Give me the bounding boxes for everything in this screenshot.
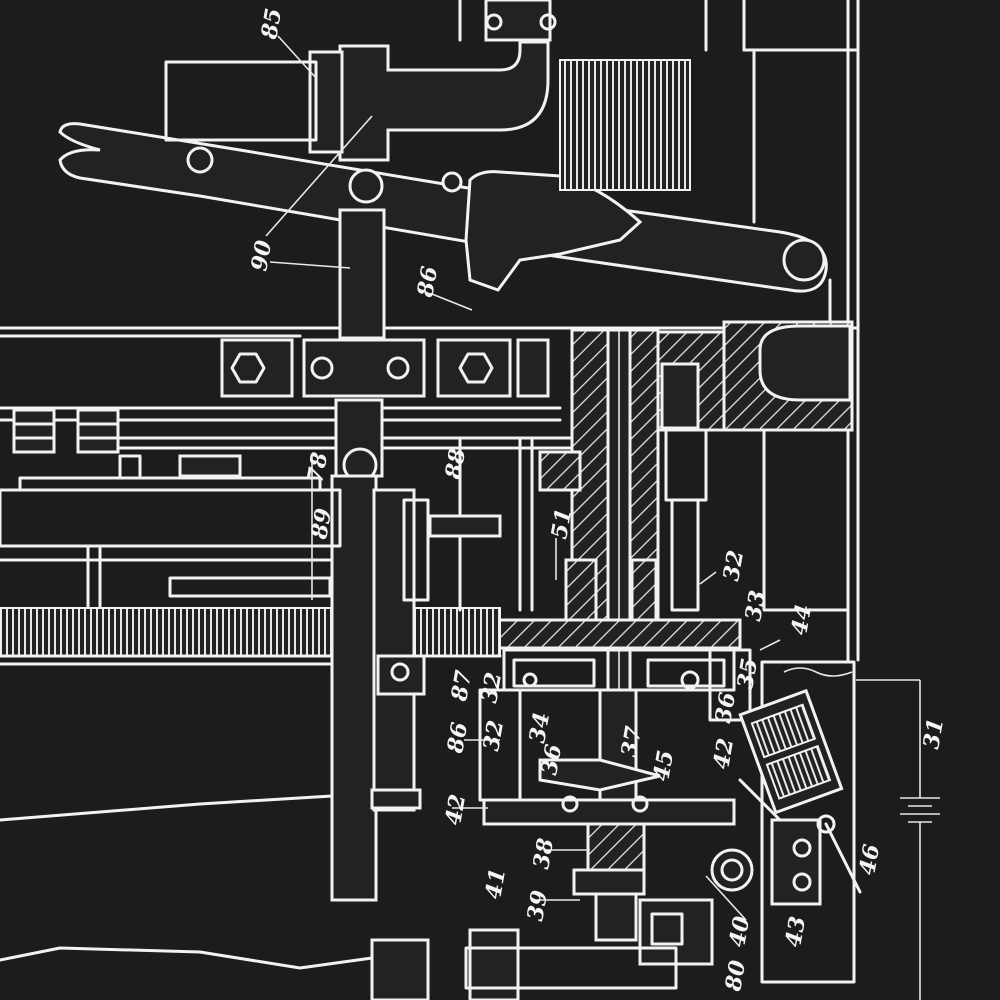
callout-40: 40 [724,914,755,949]
callout-45: 45 [648,748,679,783]
hatched-housing [634,320,854,432]
clamp-block [220,338,550,398]
callout-90: 90 [246,238,277,273]
callout-41: 41 [480,866,511,901]
lower-frame [0,794,520,1000]
callout-42b: 42 [440,792,471,827]
lever-arm [58,122,832,322]
callout-85: 85 [256,6,287,42]
guide-rods [428,428,850,612]
callout-36: 36 [536,742,567,777]
lower-mechanism [464,648,754,990]
callout-43: 43 [780,914,811,949]
callout-32b: 32 [476,670,507,705]
callout-labels: 85 90 86 78 88 89 51 32 33 44 35 87 32 8… [246,6,949,994]
callout-88: 88 [440,446,471,482]
callout-31: 31 [918,716,949,751]
gear-assembly [488,450,742,692]
callout-51: 51 [546,506,577,541]
callout-86b: 86 [442,720,473,756]
callout-33: 33 [740,588,771,623]
battery-circuit [856,679,940,1000]
callout-35: 35 [732,656,763,691]
callout-34: 34 [524,710,555,745]
callout-89: 89 [306,506,337,542]
vertical-slide [330,208,430,902]
top-bracket [164,0,691,191]
callout-46: 46 [854,842,885,877]
callout-36b: 36 [710,690,741,725]
callout-42: 42 [708,736,739,771]
callout-39: 39 [522,888,553,923]
electromagnet [738,660,862,984]
left-drive-plate [0,454,342,608]
callout-38: 38 [528,836,559,871]
callout-78: 78 [302,450,333,485]
leader-lines [265,35,781,921]
callout-32c: 32 [478,718,509,753]
callout-80: 80 [720,958,751,994]
callout-44: 44 [786,602,817,637]
callout-37: 37 [616,724,647,759]
callout-32: 32 [718,548,749,583]
callout-86: 86 [412,264,443,300]
callout-87: 87 [446,668,477,704]
left-nuts [12,408,120,454]
